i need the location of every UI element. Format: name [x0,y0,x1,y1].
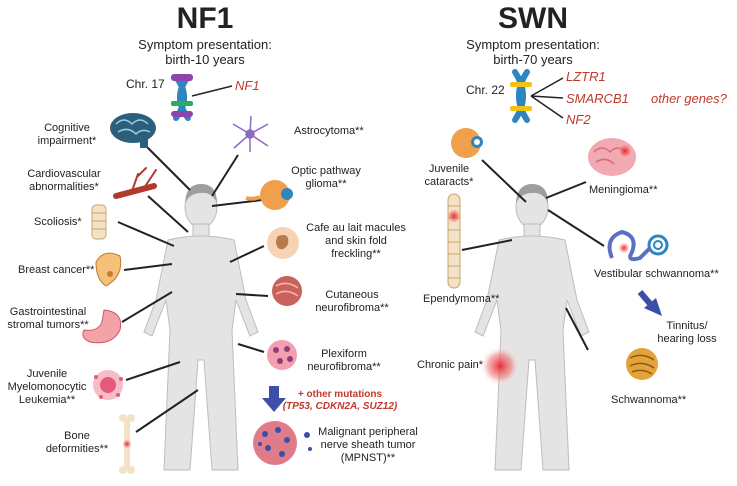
diagonal-arrow-icon [637,290,662,316]
chromosome-22-icon [510,69,532,123]
schwannoma-icon [626,348,658,380]
bone-deformities-label: Bone deformities** [45,430,109,455]
mpnst-label: Malignant peripheral nerve sheath tumor … [318,426,418,464]
swn-subtitle-line1: Symptom presentation: [466,37,600,52]
plexiform-neurofibroma-icon [267,340,297,370]
plexiform-neurofibroma-label: Plexiform neurofibroma** [307,348,381,373]
astrocytoma-label: Astrocytoma** [294,125,364,137]
swn-chromosome-label: Chr. 22 [466,83,505,97]
swn-body-silhouette [474,185,590,471]
swn-gene-smarcb1: SMARCB1 [566,91,629,106]
cutaneous-neurofibroma-label: Cutaneous neurofibroma** [315,289,389,314]
spine-icon [91,204,107,240]
nf1-chromosome-label: Chr. 17 [126,77,165,91]
swn-gene-lztr1: LZTR1 [566,69,606,84]
chromosome-17-icon [171,74,193,121]
other-mutations-label: + other mutations (TP53, CDKN2A, SUZ12) [282,389,398,412]
nf1-subtitle-line2: birth-10 years [165,52,245,67]
tinnitus-label: Tinnitus/ hearing loss [657,320,717,345]
nf1-connector-lines [117,139,269,433]
eye-icon [245,180,293,210]
cognitive-impairment-label: Cognitive impairment* [37,122,97,147]
swn-connector-lines [461,159,605,351]
pain-glow-icon [480,346,520,386]
schwannoma-label: Schwannoma** [611,394,687,406]
chronic-pain-label: Chronic pain* [417,359,484,371]
meningioma-brain-icon [588,138,636,176]
vestibular-schwannoma-label: Vestibular schwannoma** [594,268,719,280]
inner-ear-icon [607,229,669,262]
skin-macule-icon [267,227,299,259]
nf1-body-silhouette [143,185,259,471]
swn-other-genes: other genes? [651,91,727,106]
nf1-hair [185,184,217,203]
swn-gene-nf2: NF2 [566,112,591,127]
brain-icon [110,113,156,148]
scoliosis-label: Scoliosis* [34,216,82,228]
ependymoma-label: Ependymoma** [423,293,500,305]
nf1-title: NF1 [176,2,234,35]
cafe-au-lait-label: Cafe au lait macules and skin fold freck… [306,222,406,260]
meningioma-label: Meningioma** [589,184,658,196]
spinal-column-icon [446,193,462,289]
breast-icon [95,252,122,287]
swn-subtitle-line2: birth-70 years [493,52,573,67]
bone-icon [119,414,135,474]
blood-vessel-icon [113,167,157,199]
down-arrow-icon [262,386,286,412]
astrocyte-icon [232,115,269,152]
nf1-subtitle-line1: Symptom presentation: [138,37,272,52]
stomach-icon [82,309,122,344]
juvenile-cataracts-label: Juvenile cataracts* [424,163,474,188]
cardiovascular-label: Cardiovascular abnormalities* [27,168,101,193]
leukemia-cell-icon [93,370,123,400]
optic-glioma-label: Optic pathway glioma** [291,165,361,190]
mpnst-tumor-icon [253,421,312,465]
breast-cancer-label: Breast cancer** [18,264,95,276]
swn-title: SWN [498,2,568,35]
cutaneous-neurofibroma-icon [272,276,302,306]
gist-label: Gastrointestinal stromal tumors** [7,306,89,331]
swn-hair [516,184,548,203]
jmml-label: Juvenile Myelomonocytic Leukemia** [7,368,87,406]
nf1-gene-label: NF1 [235,78,260,93]
cataract-eye-icon [451,128,483,158]
